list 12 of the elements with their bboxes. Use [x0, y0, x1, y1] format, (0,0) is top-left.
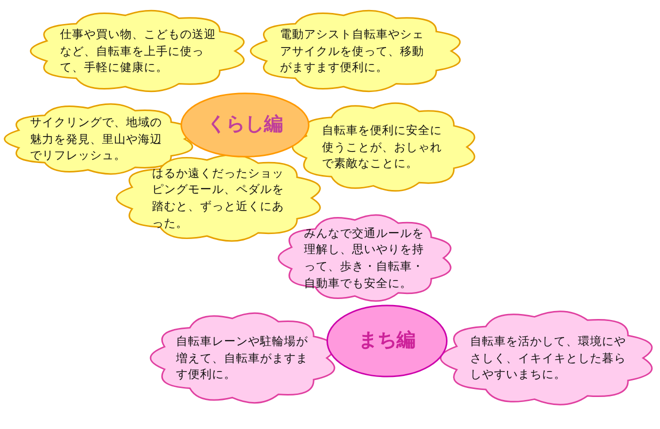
cloud-text: 仕事や買い物、こどもの送迎など、自転車を上手に使って、手軽に健康に。	[60, 26, 217, 76]
cloud-text: はるか遠くだったショッピングモール、ペダルを踏むと、ずっと近くにあった。	[152, 164, 285, 232]
ellipse-node	[180, 92, 310, 158]
cloud-text: 自転車を活かして、環境にやさしく、イキイキとした暮らしやすいまちに。	[470, 332, 626, 383]
cloud-text: サイクリングで、地域の魅力を発見、里山や海辺でリフレッシュ。	[30, 114, 163, 164]
section-title: まち編	[358, 328, 416, 354]
cloud-text: 電動アシスト自転車やシェアサイクルを使って、移動がますます便利に。	[280, 26, 425, 76]
cloud-text: 自転車を便利に安全に使うことが、おしゃれで素敵なことに。	[322, 122, 443, 172]
cloud-text: みんなで交通ルールを理解し、思いやりを持って、歩き・自転車・自動車でも安全に。	[304, 224, 425, 292]
section-title: くらし編	[207, 112, 283, 138]
ellipse-node	[326, 304, 448, 378]
cloud-text: 自転車レーンや駐輪場が増えて、自転車がますます便利に。	[176, 332, 309, 383]
